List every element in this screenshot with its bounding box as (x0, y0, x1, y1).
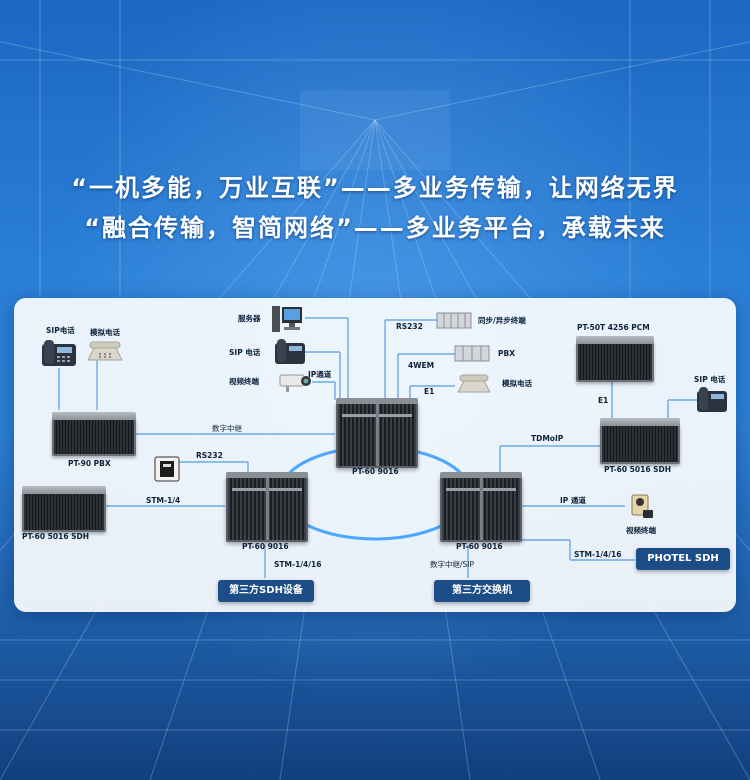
pt60-9016-right-label: PT-60 9016 (456, 542, 503, 551)
third-party-switch-button[interactable]: 第三方交换机 (434, 580, 530, 602)
pt60-5016-left-label: PT-60 5016 SDH (22, 532, 90, 541)
video-terminal-center-label: 视频终端 (229, 377, 259, 386)
video-terminal-right-icon (631, 494, 653, 518)
rs232-center-label: RS232 (396, 322, 423, 331)
terminal-icon (154, 456, 180, 482)
headline-line-1: “一机多能，万业互联”——多业务传输，让网络无界 (71, 174, 679, 202)
pt60-5016-right-label: PT-60 5016 SDH (604, 465, 672, 474)
ip-channel-center-label: IP通道 (308, 370, 332, 379)
sip-phone-icon (42, 340, 76, 366)
pt50t-device (576, 336, 654, 382)
server-icon (272, 306, 302, 332)
sync-async-terminal-label: 同步/异步终端 (478, 316, 526, 325)
pt60-9016-left-device (226, 472, 308, 542)
analog-phone-center-label: 模拟电话 (502, 379, 532, 388)
ip-channel-right-label: IP 通道 (560, 496, 586, 505)
third-party-sdh-button[interactable]: 第三方SDH设备 (218, 580, 314, 602)
sip-phone-center-icon (275, 339, 305, 364)
4wem-label: 4WEM (408, 361, 435, 370)
pbx-label: PBX (498, 349, 515, 358)
sip-phone-center-label: SIP 电话 (229, 348, 261, 357)
pt60-9016-center-label: PT-60 9016 (352, 467, 399, 476)
digital-trunk-label: 数字中继 (212, 424, 242, 433)
e1-center-label: E1 (424, 387, 435, 396)
sip-phone-left-label: SIP电话 (46, 326, 75, 335)
pt60-5016-left-device (22, 486, 106, 532)
stm-bottom-label: STM-1/4/16 (274, 560, 322, 569)
pt60-5016-right-device (600, 418, 680, 464)
analog-phone-center-icon (457, 374, 491, 393)
server-label: 服务器 (238, 314, 261, 323)
pt90-pbx-device (52, 412, 136, 456)
stm-right-label: STM-1/4/16 (574, 550, 622, 559)
photel-sdh-button[interactable]: PHOTEL SDH (636, 548, 730, 570)
analog-phone-left-label: 模拟电话 (90, 328, 120, 337)
pt50t-label: PT-50T 4256 PCM (577, 323, 650, 332)
headline-line-2: “融合传输，智简网络”——多业务平台，承载未来 (84, 214, 666, 242)
camera-icon (279, 374, 311, 392)
trunk-sip-label: 数字中继/SIP (430, 560, 475, 569)
sip-phone-right-icon (697, 387, 727, 412)
sip-phone-right-label: SIP 电话 (694, 375, 726, 384)
pt60-9016-center-device (336, 398, 418, 468)
video-terminal-right-label: 视频终端 (626, 526, 656, 535)
pt60-9016-right-device (440, 472, 522, 542)
analog-phone-icon (87, 341, 123, 361)
tdmoip-label: TDMoIP (531, 434, 564, 443)
pt90-pbx-label: PT-90 PBX (68, 459, 111, 468)
stm-left-label: STM-1/4 (146, 496, 181, 505)
rs232-left-label: RS232 (196, 451, 223, 460)
sync-async-terminal-icon (436, 312, 472, 329)
pt60-9016-left-label: PT-60 9016 (242, 542, 289, 551)
pbx-icon (454, 345, 490, 362)
e1-right-label: E1 (598, 396, 609, 405)
